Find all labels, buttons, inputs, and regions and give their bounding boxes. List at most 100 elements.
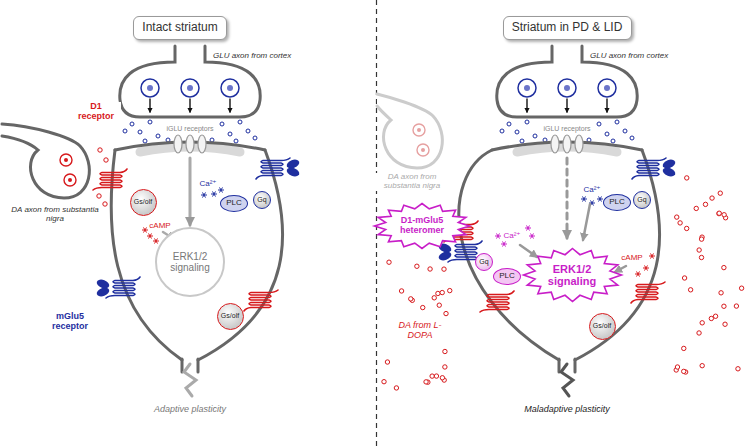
messenger-star (597, 197, 602, 201)
vesicle (598, 79, 616, 97)
dopamine-dot (675, 365, 679, 369)
dopamine-dot (428, 267, 432, 271)
receptor-helices (256, 158, 290, 179)
dopamine-dot (387, 260, 391, 264)
vesicle-core (564, 85, 570, 91)
glutamate-dot (500, 129, 504, 133)
messenger-star (529, 234, 534, 238)
dopamine-dot (682, 346, 686, 350)
dopamine-dot (717, 211, 721, 215)
receptor-lobe (286, 166, 301, 178)
glutamate-dot (148, 120, 152, 124)
dopamine-dot (394, 386, 398, 390)
dopamine-dot (432, 296, 436, 300)
node-text-group: Gs/olf (134, 198, 152, 206)
receptor-helices (106, 277, 140, 298)
glutamate-dot (615, 120, 619, 124)
panel-divider (376, 0, 377, 446)
glutamate-dot (234, 139, 238, 143)
dopamine-dot (688, 288, 692, 292)
g-protein-circle: Gs/olf (589, 313, 616, 340)
vesicle (413, 124, 425, 136)
dopamine-dot (719, 291, 723, 295)
dopamine-dot (722, 304, 726, 308)
dopamine-dot (710, 196, 714, 200)
mglu5-receptor-symbol (96, 277, 140, 298)
receptor-lobe (662, 166, 677, 178)
dopamine-dot (448, 288, 452, 292)
node-text-group: PLC (226, 199, 242, 208)
glutamate-dot (238, 120, 242, 124)
vesicle-core (187, 85, 193, 91)
burst-shape (523, 249, 621, 302)
glutamate-dot (533, 134, 537, 138)
d1-receptor-symbol (93, 169, 127, 190)
messenger-label: Ca²⁺ (198, 180, 217, 189)
node-label: Gs/olf (221, 312, 239, 320)
dopamine-dot (700, 321, 704, 325)
panel-title-box: Intact striatum (133, 16, 227, 40)
plc-oval: PLC (220, 195, 248, 212)
node-label: PLC (609, 198, 625, 207)
release-arrow (606, 99, 607, 112)
node-label: PLC (499, 272, 515, 281)
receptor-helices (93, 169, 127, 190)
receptor-label: mGlu5 receptor (44, 312, 96, 332)
glutamate-dot (605, 132, 609, 136)
dopamine-dot (734, 304, 738, 308)
node-text-group: Intact striatum (142, 21, 217, 34)
release-arrow (149, 99, 150, 112)
glutamate-dot (611, 139, 615, 143)
node-label: ERK1/2 signaling (542, 263, 602, 287)
receptor-helices (480, 291, 514, 312)
dopamine-dot (678, 221, 682, 225)
messenger-star (218, 188, 223, 192)
dopamine-axon-terminal (377, 94, 442, 168)
vesicle-core (604, 85, 610, 91)
dopamine-dot (699, 237, 703, 241)
signal-arrow (615, 266, 626, 272)
node-text-group: Gq (257, 196, 266, 204)
iglu-receptor (198, 135, 206, 153)
messenger-star (649, 254, 654, 258)
node-text-group: Gs/olf (593, 322, 611, 330)
glutamate-dot (246, 129, 250, 133)
vesicle-core (64, 158, 68, 162)
dopamine-dot (97, 194, 101, 198)
node-label: Striatum in PD & LID (512, 21, 623, 34)
vesicle (64, 174, 76, 186)
dopamine-dot (444, 311, 448, 315)
pd-striatum-illustration (459, 46, 660, 396)
g-protein-circle: Gs/olf (130, 189, 157, 216)
dopamine-dot (717, 211, 721, 215)
dopamine-dot (430, 374, 434, 378)
node-text-group: ERK1/2 signaling (164, 251, 216, 273)
dopamine-dot (437, 303, 441, 307)
node-label: Gs/olf (593, 322, 611, 330)
glutamate-dot (630, 136, 634, 140)
glutamate-dot (138, 130, 142, 134)
iglu-receptor (551, 135, 559, 153)
dopamine-dot (98, 148, 102, 152)
dopamine-dot (697, 248, 701, 252)
axon-outline (2, 124, 89, 198)
outcome-label: Maladaptive plasticity (523, 405, 611, 415)
axon-label: DA axon from substantia nigra (9, 206, 101, 224)
d1-receptor-symbol (244, 290, 278, 311)
outcome-label: Adaptive plasticity (153, 405, 227, 415)
g-protein-circle: Gq (475, 253, 493, 271)
vesicle (417, 144, 429, 156)
messenger-star (201, 193, 206, 197)
dopamine-dot (703, 202, 707, 206)
dopamine-dot (421, 305, 425, 309)
dopamine-dot (713, 314, 717, 318)
release-arrow (526, 99, 527, 112)
dopamine-dot (382, 379, 386, 383)
vesicle (60, 154, 72, 166)
release-arrow (229, 99, 230, 112)
messenger-label: cAMP (148, 222, 171, 231)
glutamate-dot (520, 139, 524, 143)
dopamine-dot (103, 202, 107, 206)
